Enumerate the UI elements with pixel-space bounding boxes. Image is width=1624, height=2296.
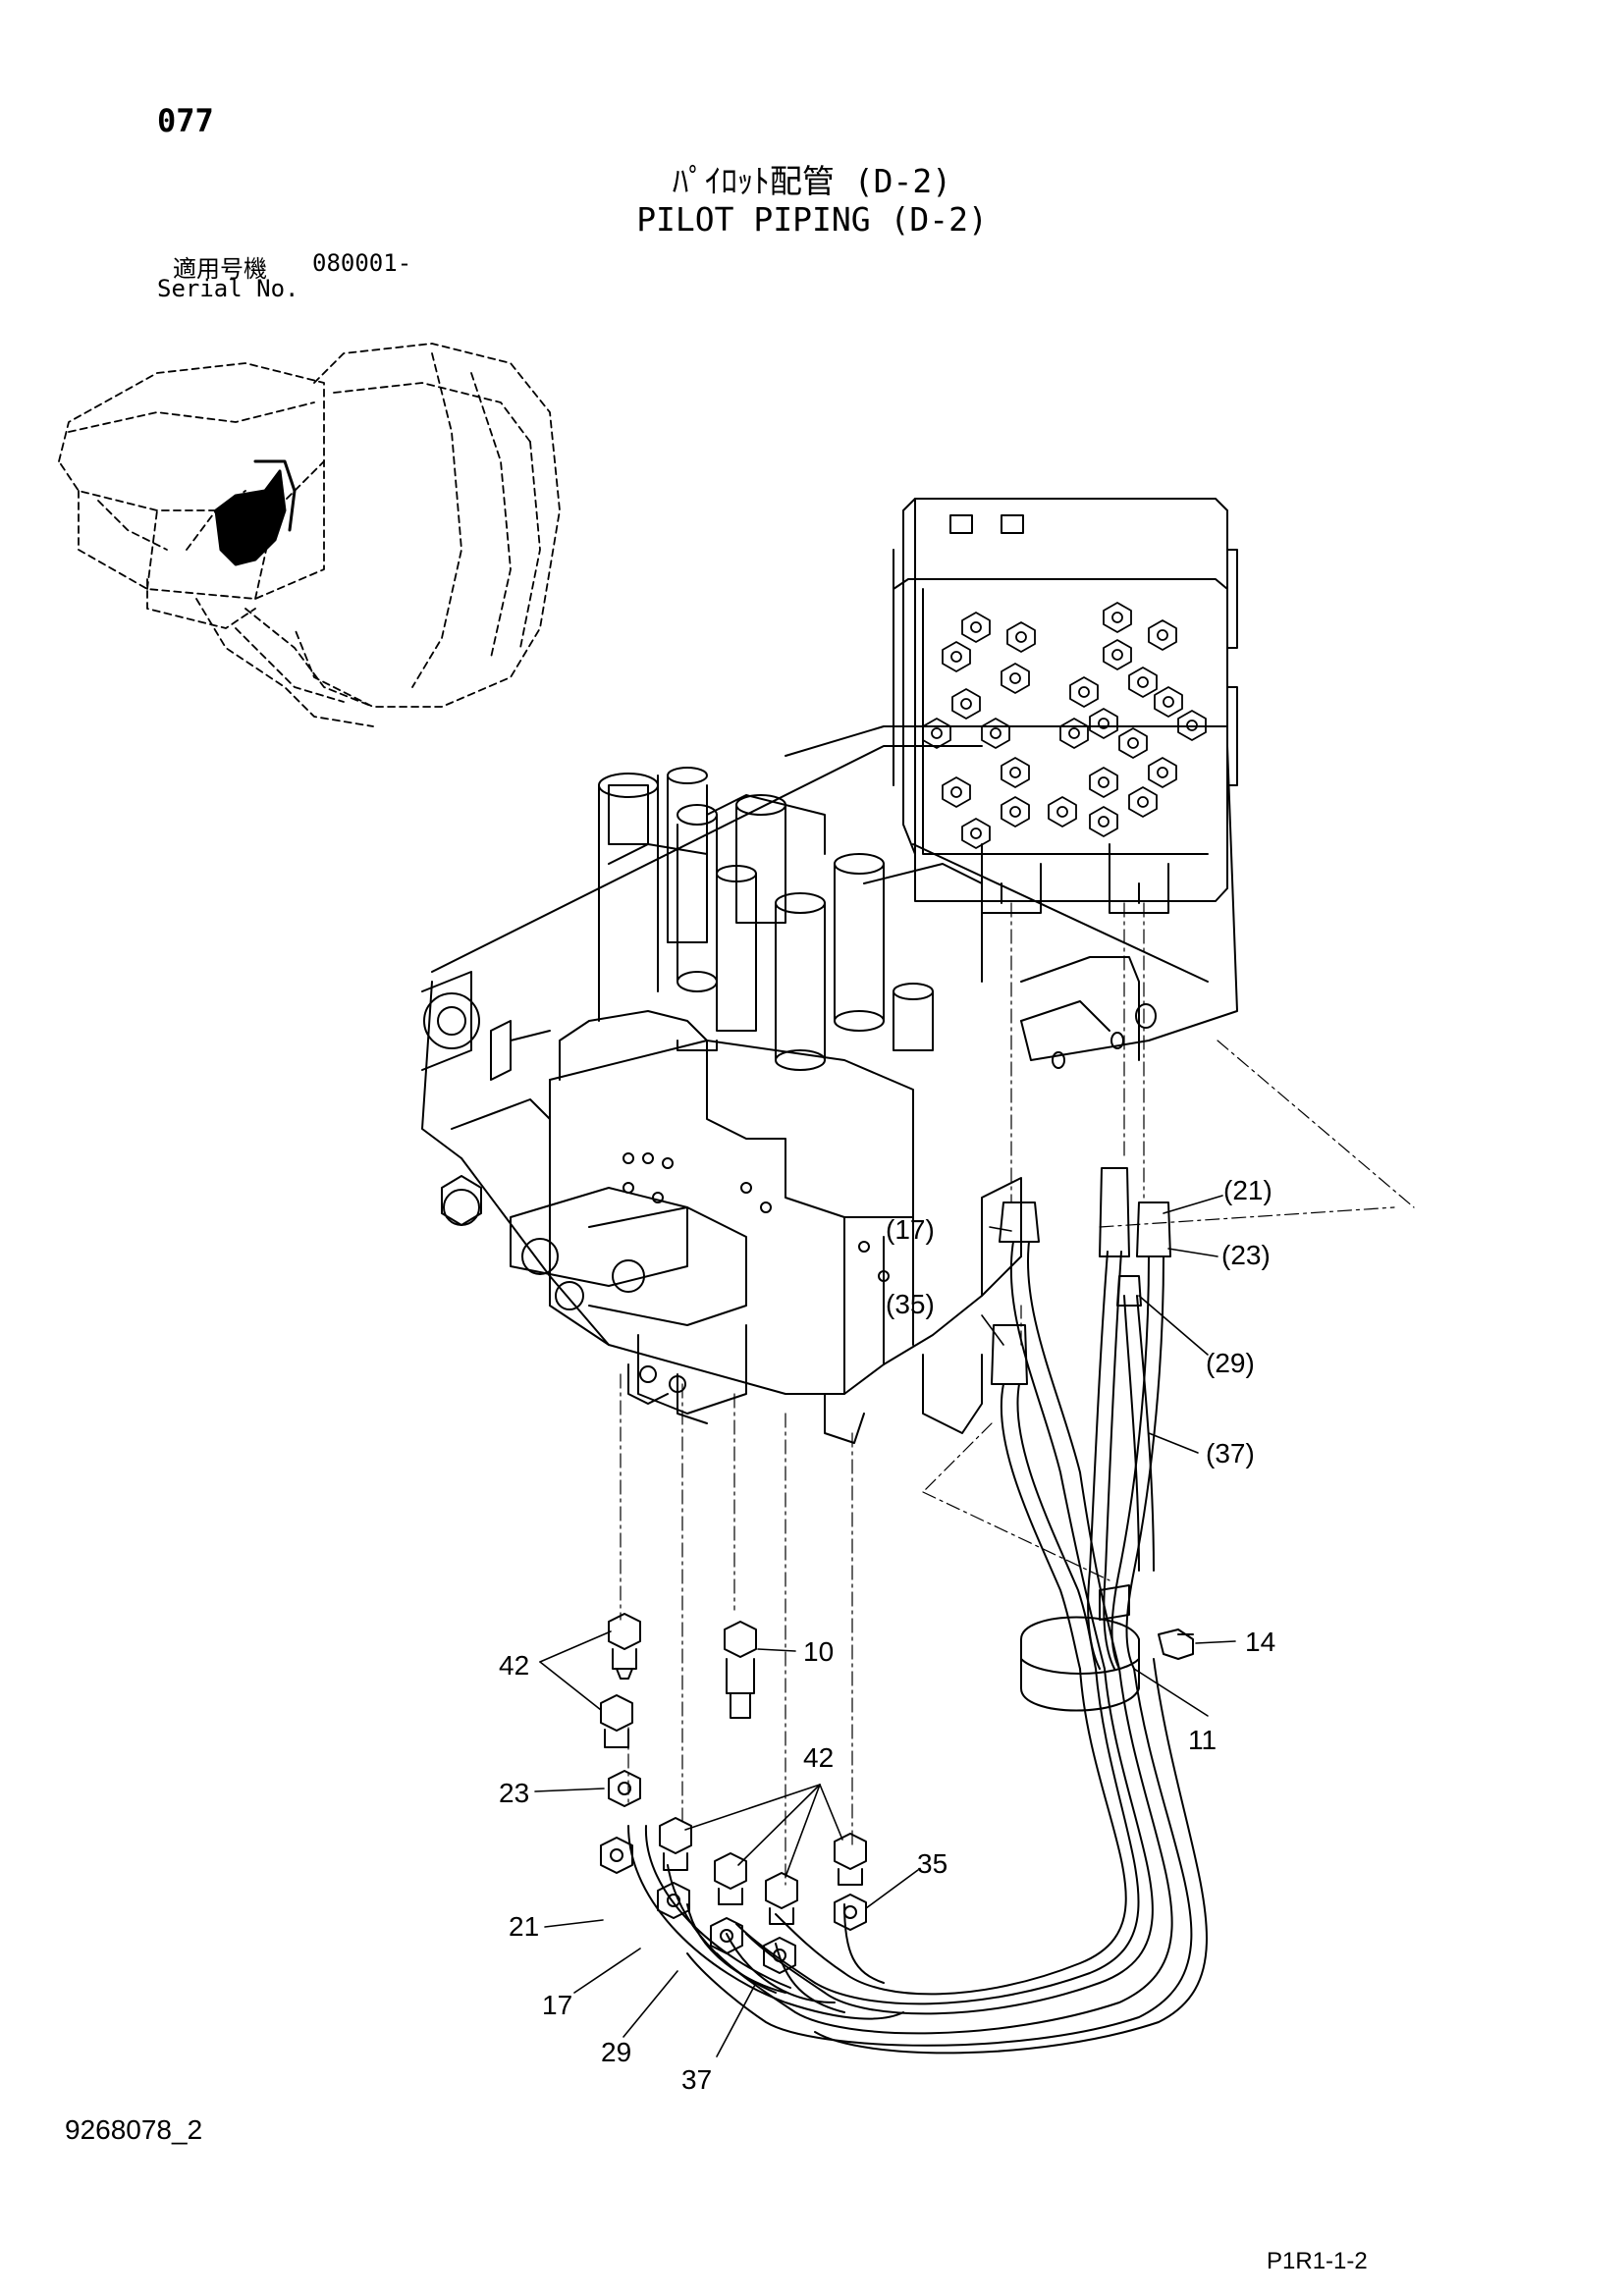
serial-label-jp: 適用号機 <box>173 255 267 283</box>
callout-labels: (17) (21) (23) (35) (29) (37) 14 11 42 1… <box>499 1175 1275 2095</box>
hose-nut <box>710 1917 743 1954</box>
fitting-hex <box>1001 796 1030 828</box>
callout-35-parenthetical: (35) <box>886 1289 935 1319</box>
fitting-hex <box>981 718 1010 749</box>
callout-42-lower: 42 <box>803 1742 834 1773</box>
fitting-hex <box>1154 686 1183 718</box>
pilot-hoses <box>627 1241 1208 2055</box>
fitting-hex <box>1148 757 1177 788</box>
fitting-hex <box>1118 727 1148 759</box>
fitting-hex <box>1103 639 1132 670</box>
page-reference: P1R1-1-2 <box>1267 2248 1368 2274</box>
hose-nut <box>763 1937 796 1974</box>
callout-21-parenthetical: (21) <box>1223 1175 1272 1205</box>
page-number: 077 <box>157 102 214 139</box>
pilot-valve-block <box>893 498 1238 902</box>
fitting-hex <box>1089 708 1118 739</box>
fitting-hex <box>1006 621 1036 653</box>
fitting-42 <box>600 1694 633 1748</box>
callout-29: 29 <box>601 2037 631 2067</box>
fitting-35 <box>834 1894 867 1931</box>
callout-11: 11 <box>1188 1725 1217 1755</box>
callout-17-parenthetical: (17) <box>886 1214 935 1245</box>
callout-14: 14 <box>1245 1627 1275 1657</box>
fitting-hex <box>1001 663 1030 694</box>
page-title-en: PILOT PIPING (D-2) <box>636 200 988 239</box>
hose-end-fittings <box>991 1167 1171 1385</box>
fitting-hex <box>1069 676 1099 708</box>
clamp-bolt <box>1158 1629 1194 1660</box>
thumbnail-valve-highlight <box>214 459 297 566</box>
drawing-number: 9268078_2 <box>65 2114 203 2145</box>
fitting-42 <box>659 1817 692 1871</box>
callout-17: 17 <box>542 1990 572 2020</box>
fitting-hex <box>1089 767 1118 798</box>
fitting-42 <box>765 1872 798 1925</box>
serial-value: 080001- <box>312 249 412 277</box>
fitting-hex <box>922 718 951 749</box>
page-title-jp: ﾊﾟｲﾛｯﾄ配管 (D-2) <box>672 162 952 200</box>
fitting-hex <box>1128 667 1158 698</box>
leader-lines <box>534 1195 1236 2057</box>
fitting-42 <box>834 1833 867 1886</box>
fitting-hex <box>1103 602 1132 633</box>
mounting-bracket <box>785 725 1238 1069</box>
callout-35: 35 <box>917 1848 947 1879</box>
callout-37-parenthetical: (37) <box>1206 1438 1255 1468</box>
callout-23-parenthetical: (23) <box>1221 1240 1271 1270</box>
serial-label-en: Serial No. <box>157 275 299 302</box>
fitting-23 <box>608 1770 641 1807</box>
fitting-hex <box>1128 786 1158 818</box>
fitting-hex <box>951 688 981 720</box>
fitting-hex <box>942 776 971 808</box>
callout-37: 37 <box>681 2064 712 2095</box>
fitting-10-sensor <box>724 1621 757 1719</box>
fitting-hex <box>1048 796 1077 828</box>
pilot-valve-fittings <box>922 602 1207 849</box>
fitting-hex <box>1059 718 1089 749</box>
callout-21: 21 <box>509 1911 539 1942</box>
callout-42-upper: 42 <box>499 1650 529 1681</box>
hose-clamp <box>1020 1584 1140 1712</box>
callout-10: 10 <box>803 1636 834 1667</box>
fitting-hex <box>942 641 971 672</box>
callout-23: 23 <box>499 1778 529 1808</box>
hose-nut <box>657 1882 690 1919</box>
control-valve-lower-section <box>441 1098 983 1444</box>
fitting-hex <box>1148 619 1177 651</box>
fitting-hex <box>1001 757 1030 788</box>
control-valve-body <box>421 745 1022 1395</box>
callout-29-parenthetical: (29) <box>1206 1348 1255 1378</box>
fitting-hex <box>961 818 991 849</box>
fitting-hex <box>1089 806 1118 837</box>
fitting-42 <box>608 1613 641 1680</box>
hose-nut <box>600 1837 633 1874</box>
machine-location-thumbnail <box>58 343 561 727</box>
control-valve-spools <box>598 767 934 1071</box>
fitting-42 <box>714 1852 747 1905</box>
adapter-fittings <box>600 1613 867 1974</box>
fitting-hex <box>961 612 991 643</box>
